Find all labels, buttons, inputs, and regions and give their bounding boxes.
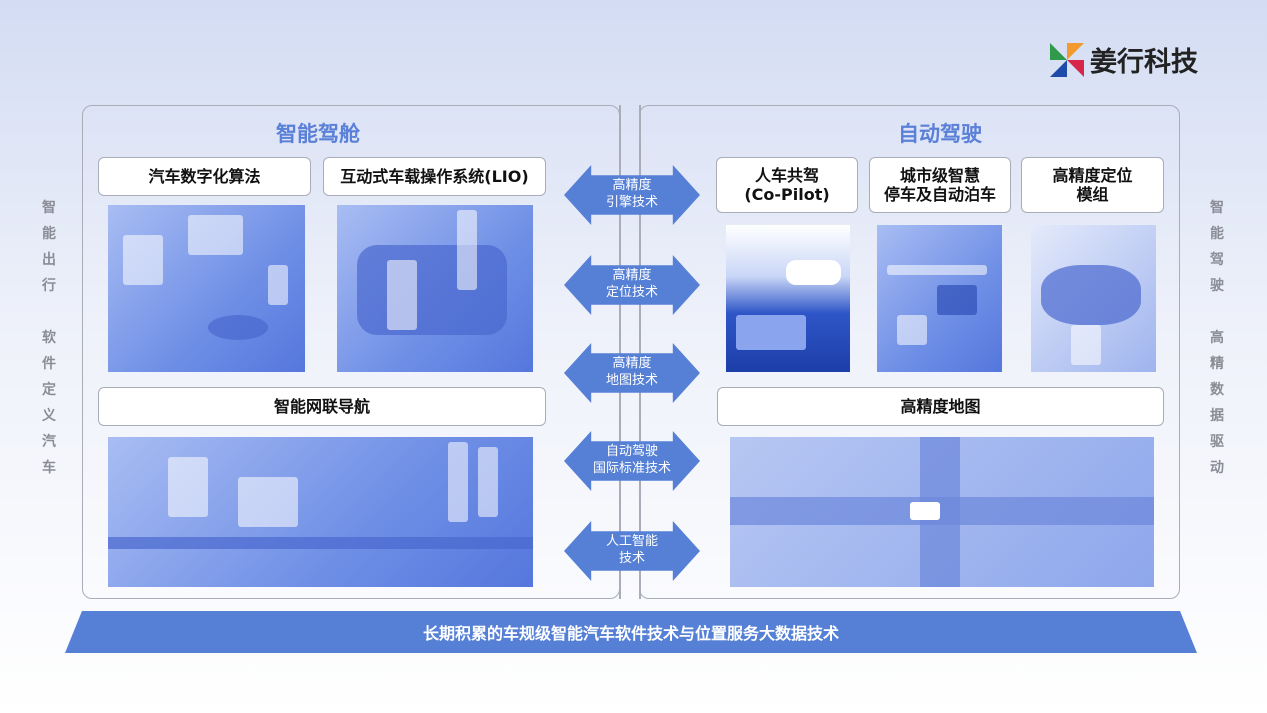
engine-tech-arrow: 高精度 引擎技术 (564, 165, 700, 225)
side-char: 软 (42, 330, 56, 346)
side-char: 智 (1210, 200, 1224, 216)
autonomous-driving-title: 自动驾驶 (898, 122, 982, 146)
side-char: 智 (42, 200, 56, 216)
side-char: 定 (42, 382, 56, 398)
side-char: 能 (42, 226, 56, 242)
side-char: 义 (42, 408, 56, 424)
side-char: 动 (1210, 460, 1224, 476)
map-tech-arrow: 高精度 地图技术 (564, 343, 700, 403)
side-char (1207, 299, 1227, 325)
connected-navigation-illustration (108, 437, 533, 587)
foundation-banner: 长期积累的车规级智能汽车软件技术与位置服务大数据技术 (65, 611, 1197, 653)
standards-tech-arrow: 自动驾驶 国际标准技术 (564, 431, 700, 491)
smart-parking-box: 城市级智慧 停车及自动泊车 (869, 157, 1011, 213)
side-char: 精 (1210, 356, 1224, 372)
side-char: 据 (1210, 408, 1224, 424)
digital-algorithm-box: 汽车数字化算法 (98, 157, 311, 196)
side-char: 能 (1210, 226, 1224, 242)
side-char: 驶 (1210, 278, 1224, 294)
side-char: 汽 (42, 434, 56, 450)
smart-cockpit-title: 智能驾舱 (276, 122, 360, 146)
smart-parking-illustration (877, 225, 1002, 372)
side-char (39, 299, 59, 325)
logo-pinwheel-icon (1050, 42, 1084, 77)
side-char: 车 (42, 460, 56, 476)
side-char: 出 (42, 252, 56, 268)
copilot-illustration (726, 225, 850, 372)
side-char: 驾 (1210, 252, 1224, 268)
positioning-module-illustration (1031, 225, 1156, 372)
lio-os-illustration (337, 205, 533, 372)
divider-line-left (619, 105, 621, 599)
hd-map-box: 高精度地图 (717, 387, 1164, 426)
side-label-left: 智能出行软件定义汽车 (39, 195, 59, 481)
side-char: 数 (1210, 382, 1224, 398)
positioning-module-box: 高精度定位 模组 (1021, 157, 1164, 213)
logo-text: 姜行科技 (1090, 47, 1198, 78)
connected-navigation-box: 智能网联导航 (98, 387, 546, 426)
side-label-right: 智能驾驶高精数据驱动 (1207, 195, 1227, 481)
positioning-tech-arrow: 高精度 定位技术 (564, 255, 700, 315)
side-char: 件 (42, 356, 56, 372)
lio-os-box: 互动式车载操作系统(LIO) (323, 157, 546, 196)
side-char: 高 (1210, 330, 1224, 346)
copilot-box: 人车共驾 (Co-Pilot) (716, 157, 858, 213)
logo: 姜行科技 (1050, 40, 1198, 79)
side-char: 行 (42, 278, 56, 294)
divider-line-right (639, 105, 641, 599)
hd-map-illustration (730, 437, 1154, 587)
side-char: 驱 (1210, 434, 1224, 450)
ai-tech-arrow: 人工智能 技术 (564, 521, 700, 581)
digital-algorithm-illustration (108, 205, 305, 372)
